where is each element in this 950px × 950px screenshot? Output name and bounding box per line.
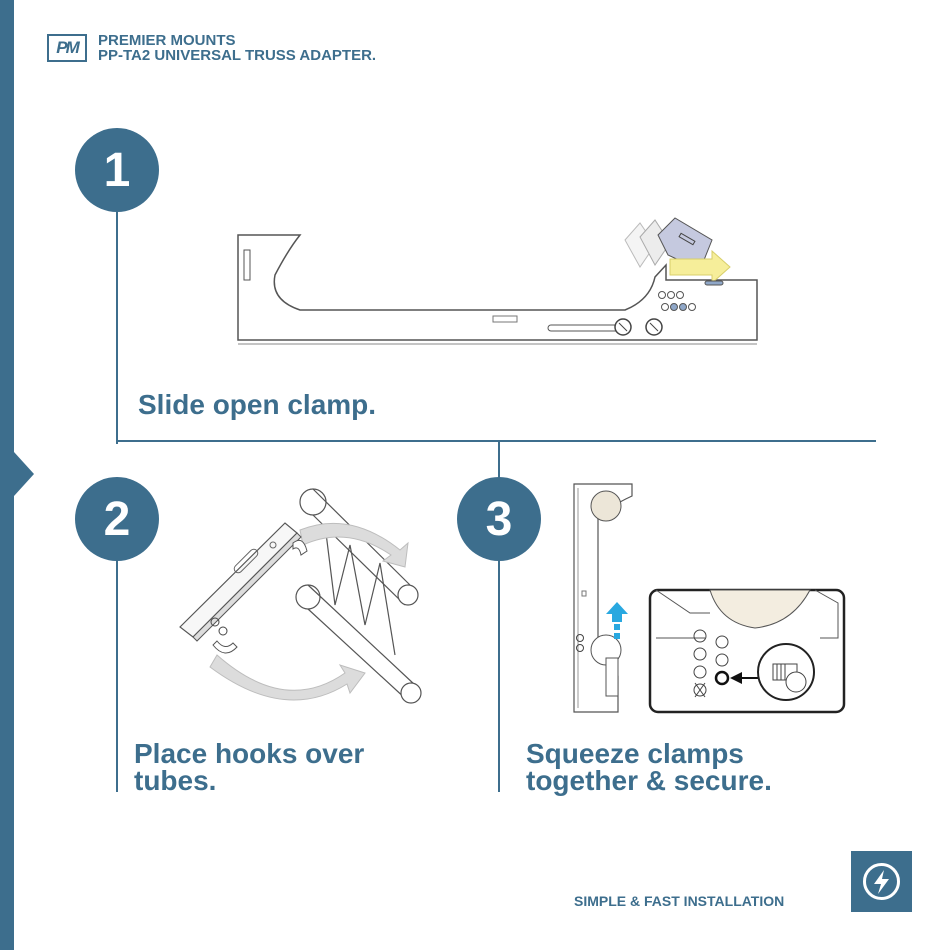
step2-connector-line (116, 520, 118, 792)
step1-clamp-illustration (237, 217, 758, 345)
step2-hooks-illustration (179, 488, 422, 704)
step2-caption-line2: tubes. (134, 765, 217, 796)
step3-secure-illustration (573, 483, 846, 714)
left-accent-bar (0, 0, 14, 950)
step3-caption: Squeeze clamps together & secure. (526, 738, 772, 796)
footer-tagline: SIMPLE & FAST INSTALLATION (574, 893, 785, 909)
step1-caption: Slide open clamp. (138, 389, 377, 420)
product-name: PP-TA2 UNIVERSAL TRUSS ADAPTER. (98, 47, 377, 64)
step2-caption: Place hooks over tubes. (134, 738, 365, 796)
step1-number-badge: 1 (75, 128, 159, 212)
section-divider-line (116, 440, 876, 442)
brand-name: PREMIER MOUNTS (98, 32, 236, 49)
step3-connector-line (498, 440, 500, 792)
step3-number-badge: 3 (457, 477, 541, 561)
lightning-bolt-icon (851, 851, 912, 912)
premier-mounts-logo: PM (47, 34, 87, 62)
step1-connector-line (116, 170, 118, 444)
left-pointer-arrow (14, 452, 34, 496)
step2-caption-line1: Place hooks over (134, 738, 365, 769)
brand-heading: PREMIER MOUNTS PP-TA2 UNIVERSAL TRUSS AD… (98, 33, 376, 63)
step2-number-badge: 2 (75, 477, 159, 561)
step3-caption-line2: together & secure. (526, 765, 772, 796)
step3-caption-line1: Squeeze clamps (526, 738, 744, 769)
